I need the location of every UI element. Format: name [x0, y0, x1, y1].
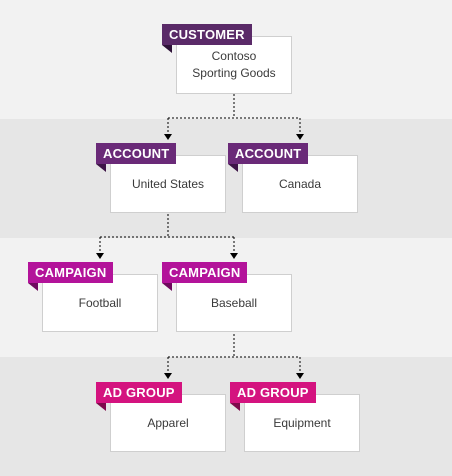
adgroup-node-equipment[interactable]: Equipment AD GROUP	[230, 382, 360, 452]
account-tag: ACCOUNT	[228, 143, 309, 164]
campaign-tag: CAMPAIGN	[28, 262, 114, 283]
adgroup-tag: AD GROUP	[230, 382, 316, 403]
tag-tail	[96, 403, 106, 411]
tag-tail	[230, 403, 240, 411]
connector-us-campaigns	[99, 206, 235, 253]
band-adgroup	[0, 357, 452, 476]
account-tag: ACCOUNT	[96, 143, 177, 164]
tag-tail	[162, 283, 172, 291]
arrowhead	[96, 253, 104, 259]
tag-tail	[162, 45, 172, 53]
arrowhead	[296, 373, 304, 379]
tag-tail	[96, 164, 106, 172]
campaign-label: Baseball	[176, 274, 292, 332]
arrowhead	[164, 134, 172, 140]
customer-node[interactable]: Contoso Sporting Goods CUSTOMER	[162, 24, 292, 94]
account-node-united-states[interactable]: United States ACCOUNT	[96, 143, 226, 213]
adgroup-label: Apparel	[110, 394, 226, 452]
band-account	[0, 119, 452, 238]
tag-tail	[228, 164, 238, 172]
arrowhead	[164, 373, 172, 379]
connector-customer-accounts	[167, 86, 301, 134]
account-node-canada[interactable]: Canada ACCOUNT	[228, 143, 358, 213]
adgroup-node-apparel[interactable]: Apparel AD GROUP	[96, 382, 226, 452]
arrowhead	[230, 253, 238, 259]
campaign-node-football[interactable]: Football CAMPAIGN	[28, 262, 158, 332]
campaign-tag: CAMPAIGN	[162, 262, 248, 283]
account-label: Canada	[242, 155, 358, 213]
account-label: United States	[110, 155, 226, 213]
tag-tail	[28, 283, 38, 291]
campaign-node-baseball[interactable]: Baseball CAMPAIGN	[162, 262, 292, 332]
campaign-label: Football	[42, 274, 158, 332]
arrowhead	[296, 134, 304, 140]
adgroup-tag: AD GROUP	[96, 382, 182, 403]
connector-baseball-adgroups	[167, 326, 301, 373]
adgroup-label: Equipment	[244, 394, 360, 452]
customer-tag: CUSTOMER	[162, 24, 252, 45]
